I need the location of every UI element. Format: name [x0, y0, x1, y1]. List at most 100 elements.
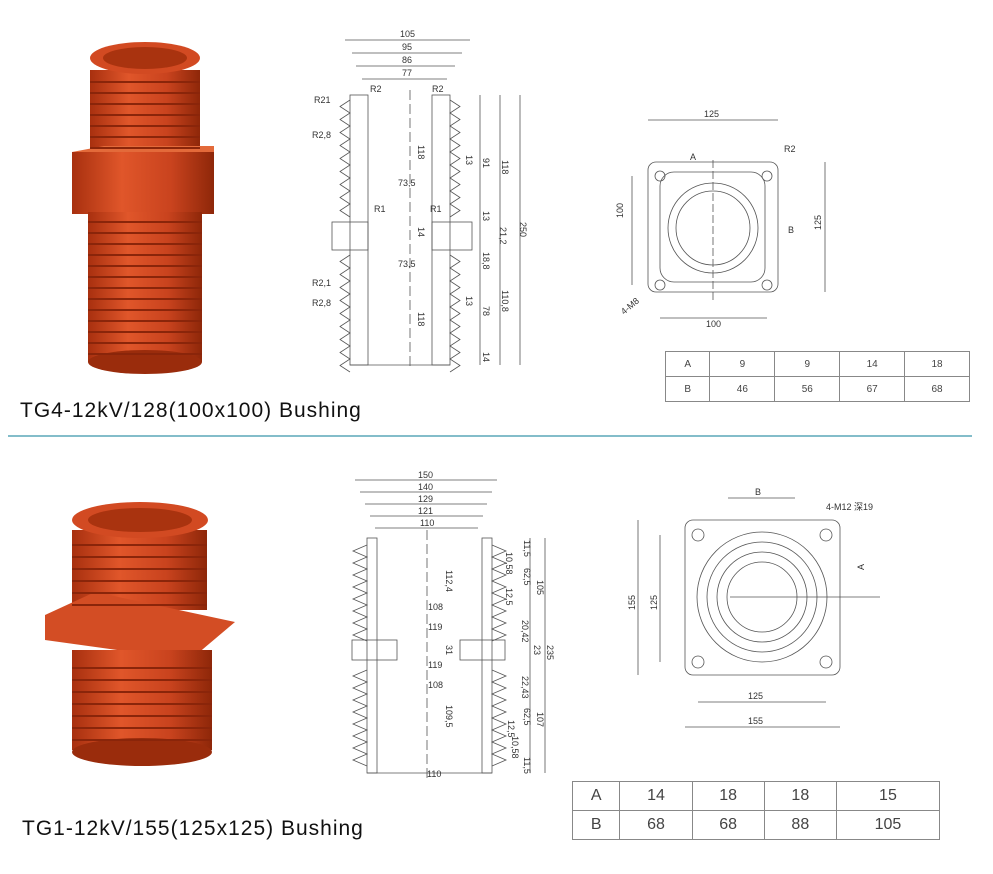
dim-label: 140: [418, 482, 433, 492]
dim-label: 21,2: [498, 227, 508, 245]
dim-label: 125: [649, 595, 659, 610]
dim-label: 23: [532, 645, 542, 655]
dim-label: 118: [416, 145, 426, 159]
dim-label: 105: [400, 29, 415, 39]
dim-label: R21: [314, 95, 331, 105]
table-cell: 9: [774, 351, 841, 377]
dim-label: 4-M12 深19: [826, 502, 873, 512]
dimension-labels-tg1-front: B 4-M12 深19 155 125 A 125 155: [627, 487, 873, 726]
dim-label: 13: [481, 211, 491, 221]
dim-label: 118: [416, 312, 426, 326]
dim-label: 31: [444, 645, 454, 655]
table-cell: 46: [709, 376, 776, 402]
dim-label: 108: [428, 680, 443, 690]
dim-label: 13: [464, 296, 474, 306]
dim-label: 20,42: [520, 620, 530, 643]
dim-label: 108: [428, 602, 443, 612]
dim-label: 14: [416, 227, 426, 237]
dim-label: 10,58: [510, 736, 520, 759]
product-photo-tg1: [45, 502, 235, 766]
table-cell: 67: [839, 376, 906, 402]
product-title-tg1: TG1-12kV/155(125x125) Bushing: [22, 817, 364, 840]
dim-label: 121: [418, 506, 433, 516]
dim-label: 250: [518, 222, 528, 237]
dim-label: 125: [704, 109, 719, 119]
dim-label: 100: [706, 319, 721, 329]
dim-label: 86: [402, 55, 412, 65]
dim-label: 62,5: [522, 568, 532, 586]
dim-label: R2: [432, 84, 444, 94]
table-cell: 105: [835, 810, 941, 840]
table-cell: B: [664, 376, 711, 402]
side-section-drawing-tg4: [331, 39, 521, 373]
dim-label: 11,5: [522, 757, 532, 774]
dim-label: 73,5: [398, 259, 416, 269]
side-section-drawing-tg1: [351, 479, 546, 780]
dim-label: 119: [428, 622, 442, 632]
table-cell: 18: [691, 781, 765, 811]
dim-label: 119: [428, 660, 442, 670]
dim-label: 125: [813, 215, 823, 230]
dim-label: R2: [784, 144, 796, 154]
front-view-drawing-tg4: [631, 119, 826, 319]
dim-label: A: [856, 564, 866, 570]
dim-label: 22,43: [520, 676, 530, 699]
product-title-tg4: TG4-12kV/128(100x100) Bushing: [20, 399, 362, 422]
table-cell: A: [571, 781, 621, 811]
dim-label: R2,8: [312, 130, 331, 140]
dim-label: B: [755, 487, 761, 497]
dim-label: 13: [464, 155, 474, 165]
product-photo-tg4: [72, 42, 214, 374]
table-cell: 68: [691, 810, 765, 840]
table-cell: 14: [619, 781, 693, 811]
dim-label: 110: [427, 769, 441, 779]
dim-label: 91: [481, 158, 491, 168]
dim-label: R1: [374, 204, 386, 214]
dim-label: 100: [615, 203, 625, 218]
dim-label: 125: [748, 691, 763, 701]
front-view-drawing-tg1: [637, 497, 880, 728]
dim-label: R2,8: [312, 298, 331, 308]
table-cell: 18: [763, 781, 837, 811]
dim-label: 4-M8: [619, 296, 641, 317]
dim-label: 14: [481, 352, 491, 362]
table-cell: 14: [839, 351, 906, 377]
dim-label: 107: [535, 712, 545, 727]
dim-label: 110,8: [500, 290, 510, 312]
dim-label: B: [788, 225, 794, 235]
dimension-labels-tg1-side: 150 140 129 121 110 11,5 10,58 112,4 62,…: [418, 470, 555, 779]
dim-label: 62,5: [522, 708, 532, 726]
dim-label: 18,8: [481, 252, 491, 270]
dim-label: 12,5: [504, 588, 514, 606]
dim-label: R2: [370, 84, 382, 94]
dim-label: 109,5: [444, 705, 454, 728]
dim-label: 73,5: [398, 178, 416, 188]
dim-label: 129: [418, 494, 433, 504]
dim-label: 155: [627, 595, 637, 610]
product-ribs: [72, 81, 212, 741]
dim-label: 112,4: [444, 570, 454, 592]
table-cell: 9: [709, 351, 776, 377]
dim-label: 10,58: [504, 552, 514, 575]
dim-label: 95: [402, 42, 412, 52]
table-cell: 68: [904, 376, 970, 402]
table-cell: A: [664, 351, 711, 377]
table-cell: 18: [904, 351, 970, 377]
dim-label: A: [690, 152, 696, 162]
table-cell: 68: [619, 810, 693, 840]
dim-label: 77: [402, 68, 412, 78]
dim-label: 150: [418, 470, 433, 480]
dim-label: 105: [535, 580, 545, 595]
dimension-labels-tg4-side: 105 95 86 77 R21 R2 R2 R2,8 118 91 118 1…: [312, 29, 528, 362]
dim-label: 11,5: [522, 540, 532, 557]
table-cell: B: [571, 810, 621, 840]
table-cell: 88: [763, 810, 837, 840]
table-cell: 56: [774, 376, 841, 402]
dim-label: R2,1: [312, 278, 331, 288]
